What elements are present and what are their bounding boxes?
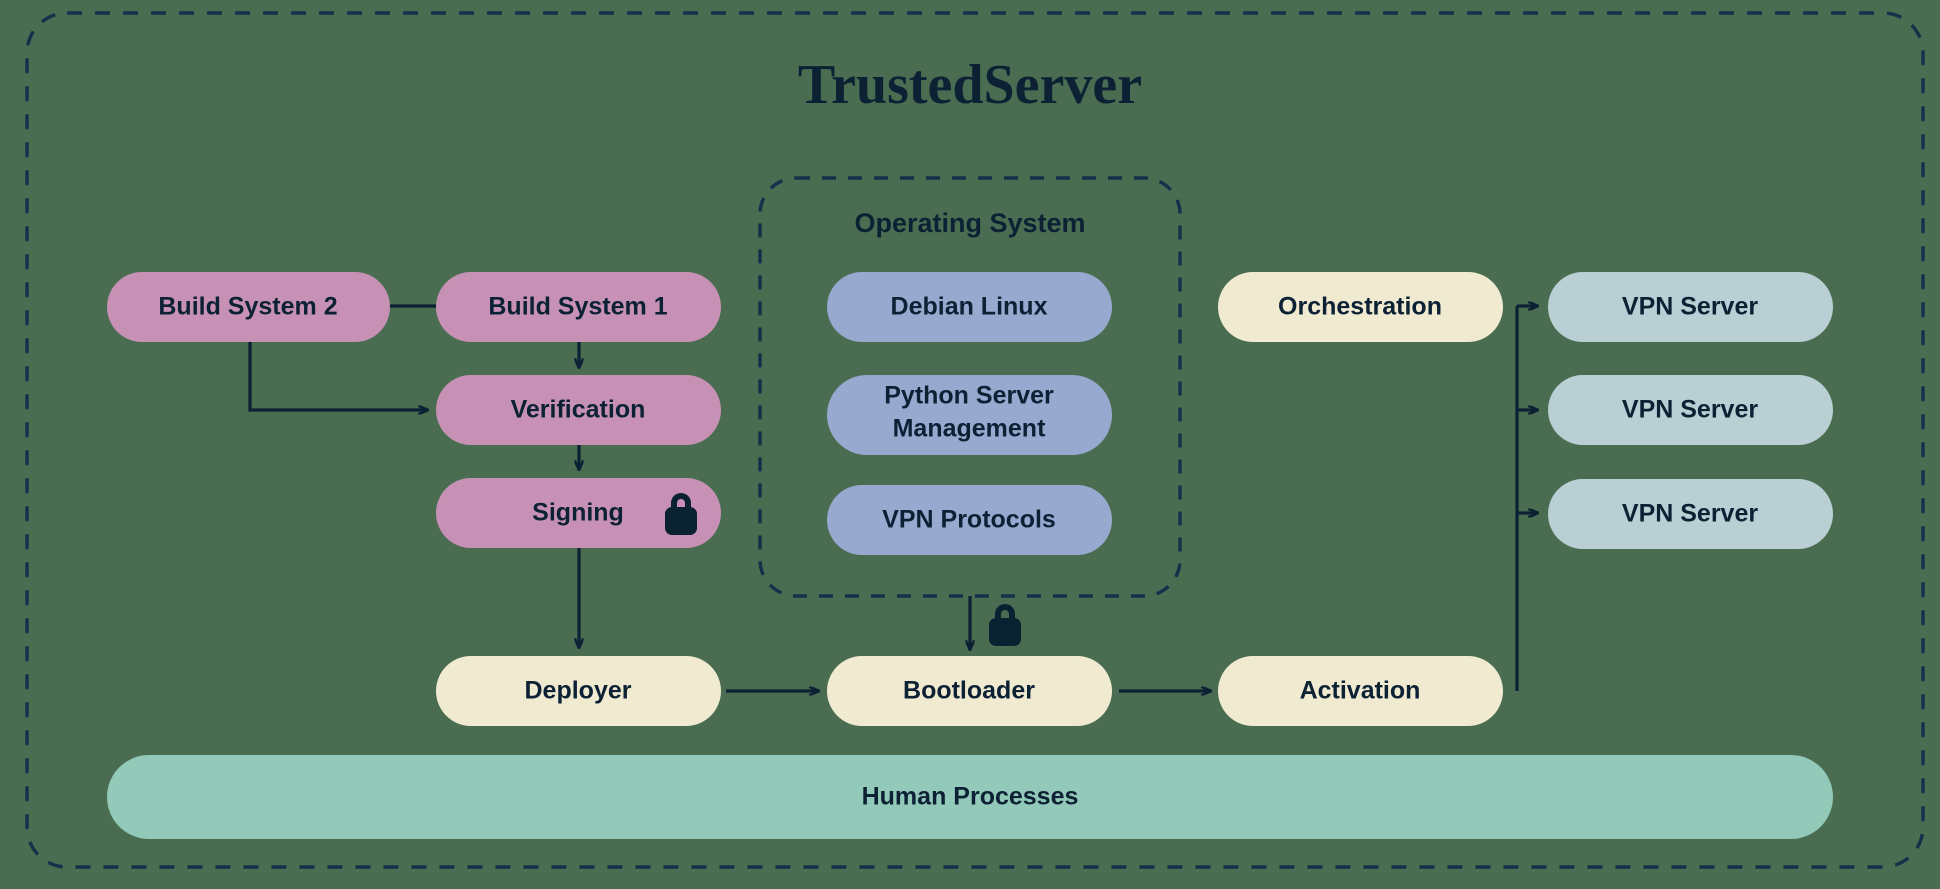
node-vpn-server-2[interactable]: VPN Server [1548,375,1833,445]
operating-system-title: Operating System [854,208,1085,238]
node-label: Orchestration [1278,293,1442,321]
node-build-system-2[interactable]: Build System 2 [107,272,390,342]
node-label: Human Processes [862,783,1079,811]
trustedserver-boundary [25,11,1925,869]
node-verification[interactable]: Verification [436,375,721,445]
node-label: Activation [1300,677,1421,705]
node-debian-linux[interactable]: Debian Linux [827,272,1112,342]
node-human-processes[interactable]: Human Processes [107,755,1833,839]
operating-system-group [758,176,1182,598]
node-vpn-server-1[interactable]: VPN Server [1548,272,1833,342]
node-label: Debian Linux [891,293,1048,321]
node-python-server-management[interactable]: Python Server Management [827,375,1112,455]
edge-build2-to-verification [248,342,428,410]
node-label: VPN Server [1622,500,1758,528]
node-label: VPN Server [1622,293,1758,321]
node-signing[interactable]: Signing [436,478,721,548]
node-label-line1: Python Server [884,382,1054,410]
node-orchestration[interactable]: Orchestration [1218,272,1503,342]
node-label-line2: Management [893,415,1046,443]
node-deployer[interactable]: Deployer [436,656,721,726]
page-title: TrustedServer [798,54,1142,116]
node-vpn-protocols[interactable]: VPN Protocols [827,485,1112,555]
node-bootloader[interactable]: Bootloader [827,656,1112,726]
node-label: Verification [511,396,646,424]
node-label: Build System 1 [488,293,667,321]
node-label: Build System 2 [158,293,337,321]
node-activation[interactable]: Activation [1218,656,1503,726]
node-label: Signing [532,499,624,527]
lock-icon [989,604,1021,646]
node-vpn-server-3[interactable]: VPN Server [1548,479,1833,549]
node-build-system-1[interactable]: Build System 1 [436,272,721,342]
node-label: Deployer [525,677,632,705]
node-label: Bootloader [903,677,1035,705]
node-label: VPN Protocols [882,506,1056,534]
lock-icon [665,493,697,535]
node-label: VPN Server [1622,396,1758,424]
